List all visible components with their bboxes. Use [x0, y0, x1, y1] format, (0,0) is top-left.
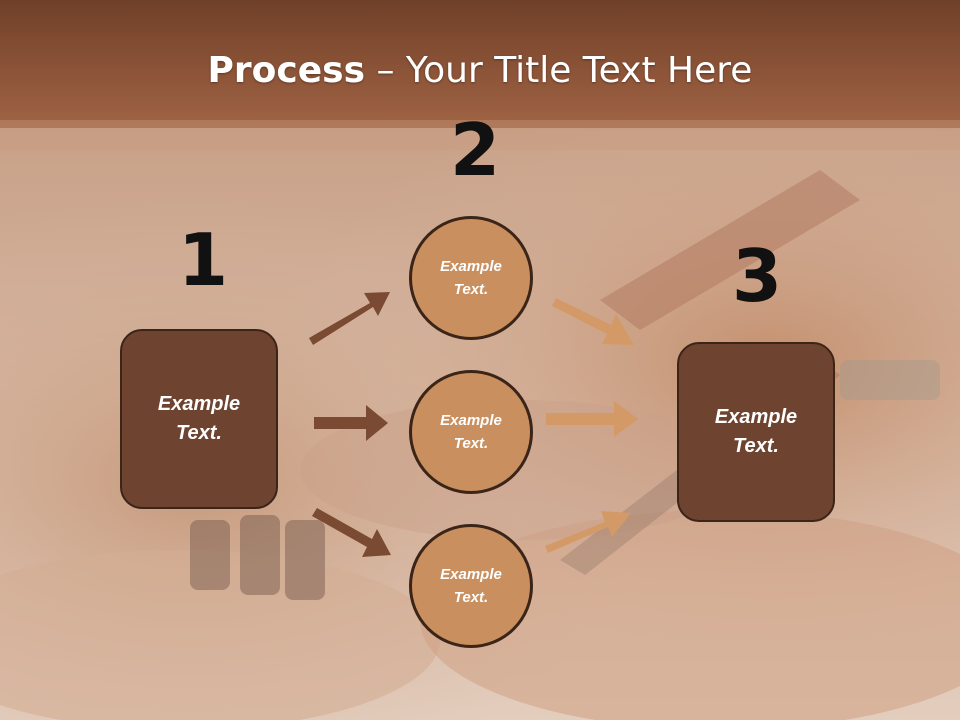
arrow-top-circle-to-3 — [552, 298, 634, 345]
page-title: Process – Your Title Text Here — [207, 50, 753, 91]
process-circle-top: Example Text. — [409, 216, 533, 340]
step-1-text-line1: Example — [157, 393, 241, 415]
arrow-1-to-bottom-circle — [312, 508, 391, 557]
circle-top-line2: Text. — [453, 281, 489, 298]
circle-bottom-line1: Example — [440, 566, 502, 583]
step-1-box: Example Text. — [120, 329, 278, 509]
step-3-text-line2: Text. — [733, 435, 779, 457]
step-number-3: 3 — [732, 234, 783, 318]
step-3-text-line1: Example — [714, 406, 798, 428]
circle-bottom-line2: Text. — [453, 589, 489, 606]
step-number-1: 1 — [178, 218, 229, 302]
circle-top-line1: Example — [440, 258, 502, 275]
arrow-middle-circle-to-3 — [546, 401, 638, 437]
step-number-2: 2 — [450, 108, 501, 192]
circle-middle-line2: Text. — [453, 435, 489, 452]
arrow-bottom-circle-to-3 — [545, 511, 631, 553]
process-circle-bottom: Example Text. — [409, 524, 533, 648]
arrow-1-to-top-circle — [309, 292, 390, 345]
circle-middle-line1: Example — [440, 412, 502, 429]
step-3-box: Example Text. — [677, 342, 835, 522]
process-circle-middle: Example Text. — [409, 370, 533, 494]
step-1-text-line2: Text. — [176, 422, 222, 444]
arrow-1-to-middle-circle — [314, 405, 388, 441]
